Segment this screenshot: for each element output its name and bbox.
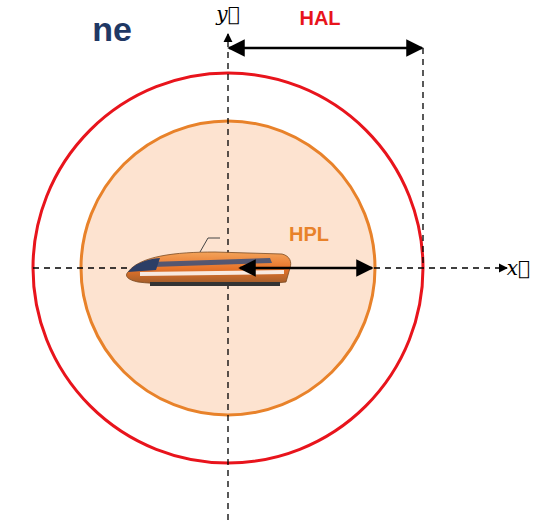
hal-extension-line bbox=[422, 48, 423, 268]
train-icon bbox=[126, 238, 290, 286]
axis-label: y⃗ bbox=[216, 3, 239, 25]
slide-title: ne bbox=[92, 11, 132, 48]
axis-label: x⃗ bbox=[507, 257, 530, 279]
hal-dimension-arrow bbox=[229, 47, 422, 50]
x-axis bbox=[33, 267, 507, 268]
hpl-dimension-arrow bbox=[240, 267, 372, 270]
protection-level-label: HPL bbox=[289, 223, 329, 245]
alert-limit-label: HAL bbox=[299, 7, 340, 29]
